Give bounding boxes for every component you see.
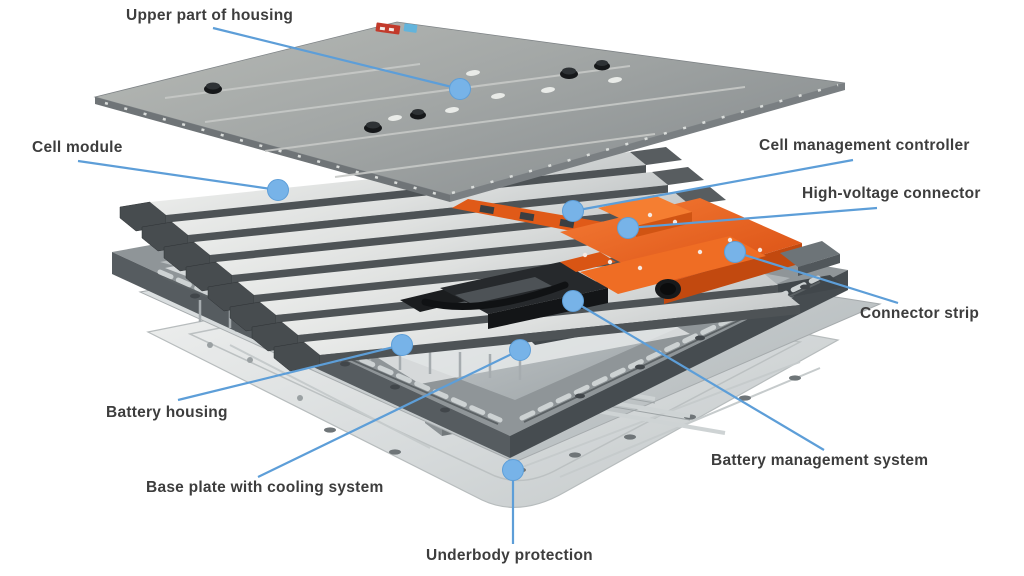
leader-high-voltage-connector xyxy=(627,206,878,230)
hv-unit-orange xyxy=(560,195,840,304)
leader-upper-housing xyxy=(212,26,461,91)
cell-module xyxy=(273,292,800,372)
leader-connector-strip xyxy=(734,250,899,305)
label-underbody-protection: Underbody protection xyxy=(426,547,593,564)
plate-emboss-marks xyxy=(388,70,622,121)
marker-dot-battery-housing xyxy=(391,334,413,356)
warning-sticker xyxy=(375,22,418,35)
marker-dot-cell-module xyxy=(267,179,289,201)
leader-base-plate xyxy=(257,349,521,478)
label-upper-housing: Upper part of housing xyxy=(126,7,294,24)
upper-housing-plate xyxy=(93,21,846,202)
marker-dot-connector-strip xyxy=(724,241,746,263)
cell-module xyxy=(141,167,704,252)
plate-mount-knobs xyxy=(204,60,610,133)
leader-cell-management-controller xyxy=(572,158,854,213)
bms-unit xyxy=(400,262,608,329)
label-high-voltage-connector: High-voltage connector xyxy=(802,185,981,202)
marker-dot-upper-housing xyxy=(449,78,471,100)
label-battery-housing: Battery housing xyxy=(106,404,228,421)
marker-dot-high-voltage-connector xyxy=(617,217,639,239)
label-battery-management-system: Battery management system xyxy=(711,452,929,469)
hv-connector-block xyxy=(780,241,840,276)
leader-cell-module xyxy=(77,159,279,192)
leader-battery-housing xyxy=(177,343,403,402)
marker-dots xyxy=(267,78,746,481)
label-cell-module: Cell module xyxy=(32,139,123,156)
marker-dot-cell-management-controller xyxy=(562,200,584,222)
marker-dot-battery-management-system xyxy=(562,290,584,312)
marker-dot-base-plate xyxy=(509,339,531,361)
label-base-plate-cooling: Base plate with cooling system xyxy=(146,479,384,496)
leader-battery-management-system xyxy=(572,300,825,451)
label-cell-management-controller: Cell management controller xyxy=(759,137,970,154)
label-connector-strip: Connector strip xyxy=(860,305,980,322)
marker-dot-underbody-protection xyxy=(502,459,524,481)
leader-lines xyxy=(77,26,899,544)
